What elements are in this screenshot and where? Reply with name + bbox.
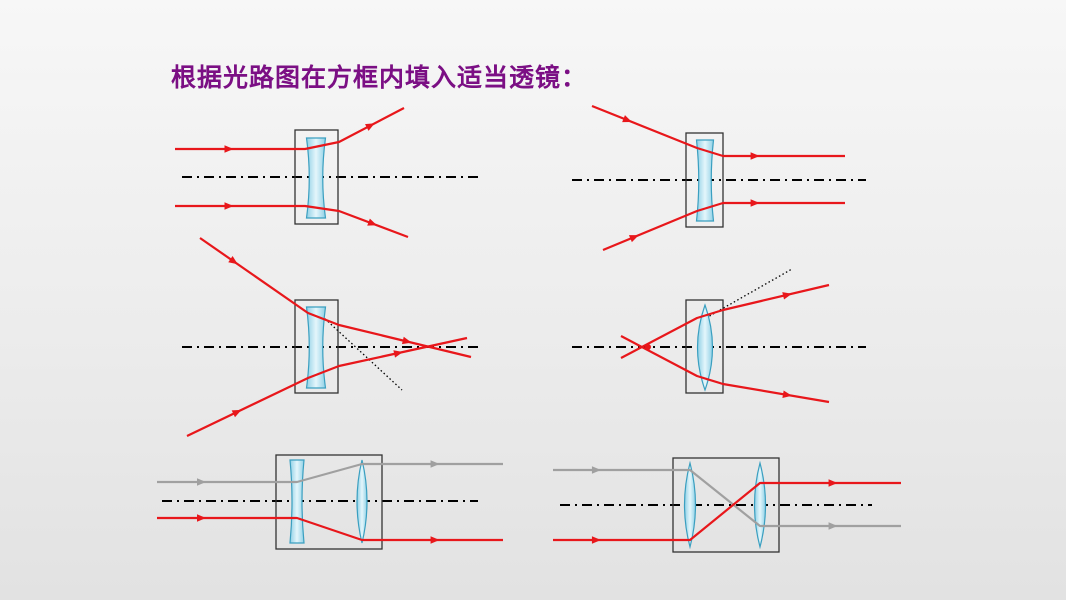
- lens-box: [685, 299, 724, 394]
- ray-arrow: [367, 218, 377, 226]
- light-ray: [591, 104, 845, 158]
- ray-arrow: [750, 199, 760, 207]
- light-ray: [620, 335, 830, 404]
- ray-arrow: [228, 255, 238, 265]
- light-ray: [553, 468, 901, 528]
- light-ray: [553, 481, 901, 542]
- concave-lens: [289, 459, 305, 544]
- extension-line: [321, 315, 403, 391]
- ray-arrow: [628, 235, 639, 243]
- ray-arrow: [365, 123, 375, 131]
- focal-point: [645, 344, 651, 350]
- ray-arrow: [224, 202, 234, 210]
- page-title: 根据光路图在方框内填入适当透镜：: [171, 63, 588, 92]
- ray-arrow: [393, 350, 403, 358]
- ray-arrow: [224, 145, 234, 153]
- convex-lens: [356, 459, 368, 544]
- ray-arrow: [591, 536, 601, 544]
- light-ray: [620, 283, 830, 359]
- light-ray: [175, 204, 409, 239]
- light-ray: [157, 462, 503, 484]
- light-ray: [157, 516, 503, 542]
- ray-arrow: [782, 292, 792, 300]
- light-ray: [602, 201, 845, 252]
- ray-arrow: [622, 115, 632, 123]
- ray-arrow: [828, 522, 838, 530]
- concave-lens: [305, 306, 327, 389]
- convex-lens: [696, 303, 714, 392]
- ray-arrow: [430, 536, 440, 544]
- ray-arrow: [430, 460, 440, 468]
- ray-arrow: [231, 409, 242, 418]
- ray-arrow: [197, 514, 206, 522]
- light-ray: [199, 237, 472, 359]
- lens-box: [275, 454, 383, 550]
- light-ray: [186, 336, 468, 437]
- lens-box: [672, 457, 780, 553]
- ray-arrow: [782, 390, 792, 398]
- ray-arrow: [591, 466, 601, 474]
- lens-box: [685, 132, 724, 228]
- convex-lens: [683, 460, 697, 550]
- convex-lens: [753, 460, 767, 550]
- lens-box: [294, 299, 339, 394]
- ray-arrow: [401, 336, 412, 345]
- ray-arrow: [750, 152, 760, 160]
- lens-box: [294, 129, 339, 225]
- concave-lens: [695, 139, 715, 222]
- ray-arrow: [828, 479, 838, 487]
- concave-lens: [305, 137, 327, 219]
- ray-arrow: [197, 478, 206, 486]
